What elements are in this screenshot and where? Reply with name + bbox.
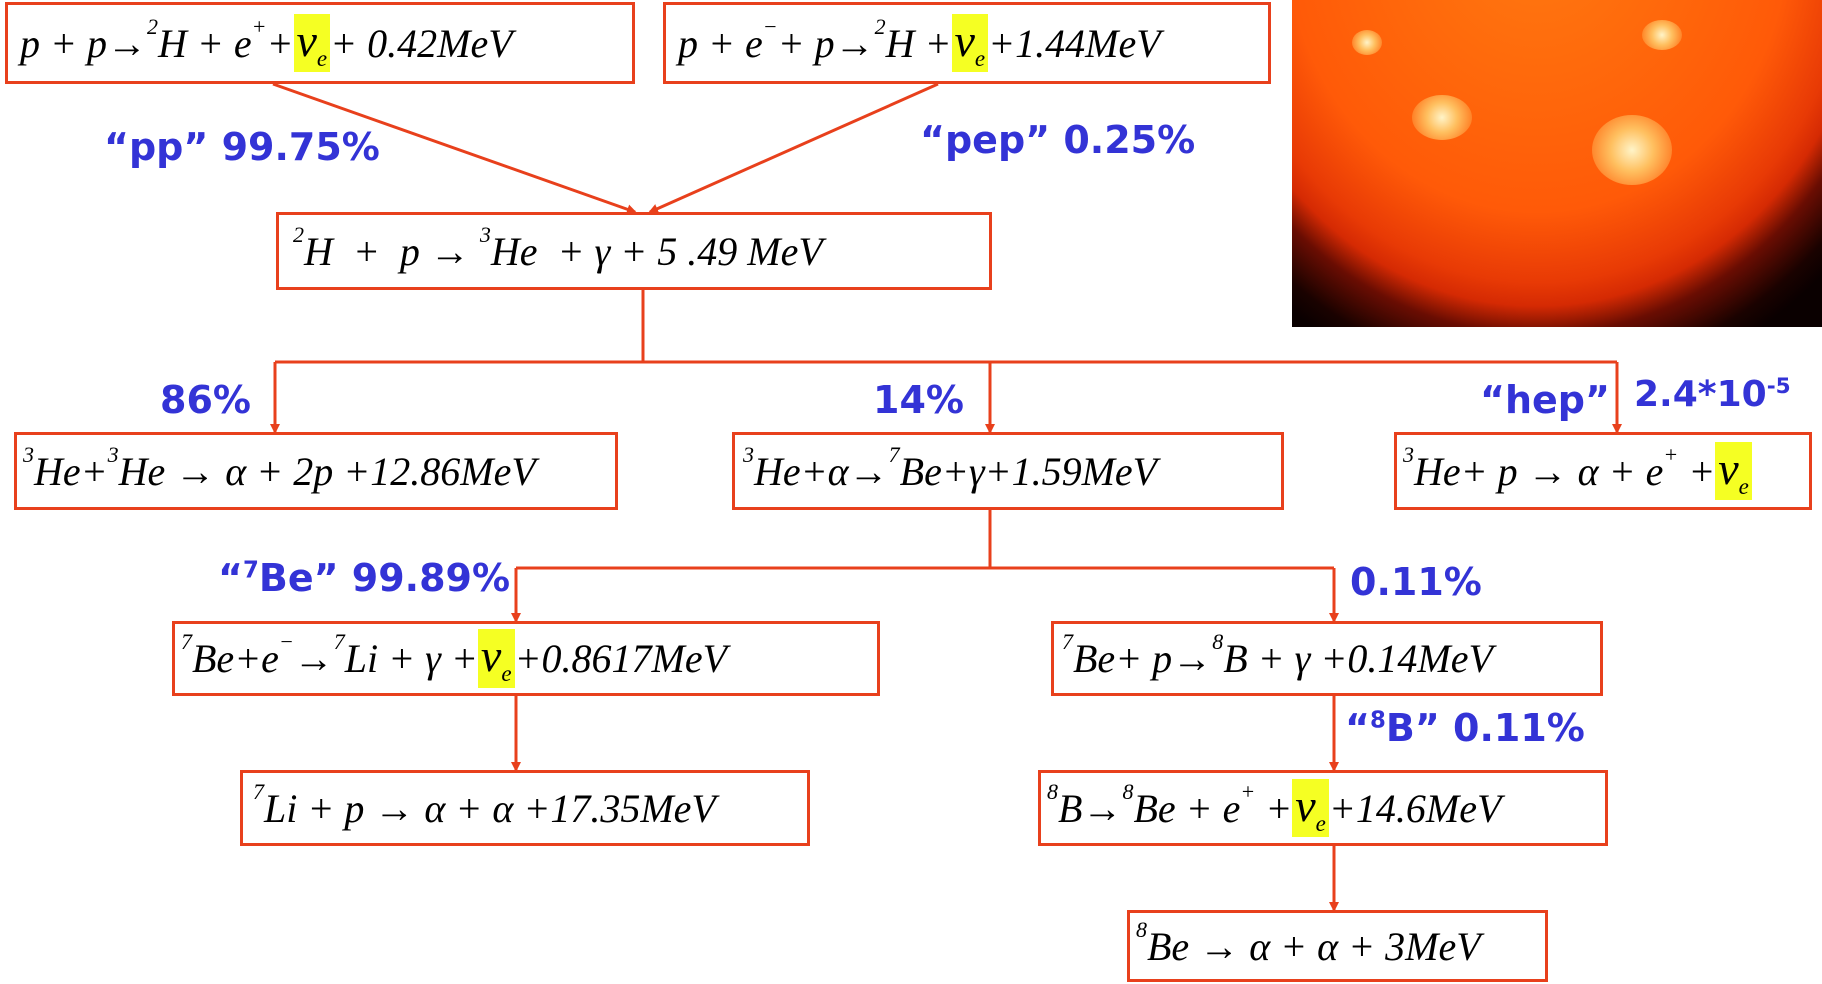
neutrino-highlight: νe — [477, 629, 515, 688]
arrow-pep — [648, 82, 939, 214]
sun-image — [1292, 0, 1822, 327]
label-b8: “8B” 0.11% — [1345, 706, 1585, 750]
label-pp: “pp” 99.75% — [104, 125, 380, 169]
neutrino-highlight: νe — [1292, 778, 1329, 838]
label-0-11: 0.11% — [1350, 560, 1482, 604]
label-hep-value: 2.4*10-5 — [1634, 374, 1791, 415]
arrow-pp — [272, 82, 637, 215]
neutrino-highlight: νe — [1715, 441, 1752, 501]
label-be7: “7Be” 99.89% — [218, 556, 511, 600]
label-14: 14% — [873, 378, 964, 422]
neutrino-highlight: νe — [293, 13, 331, 73]
label-pep: “pep” 0.25% — [920, 118, 1196, 162]
neutrino-highlight: νe — [951, 13, 989, 73]
label-hep: “hep” — [1480, 378, 1610, 422]
label-86: 86% — [160, 378, 251, 422]
